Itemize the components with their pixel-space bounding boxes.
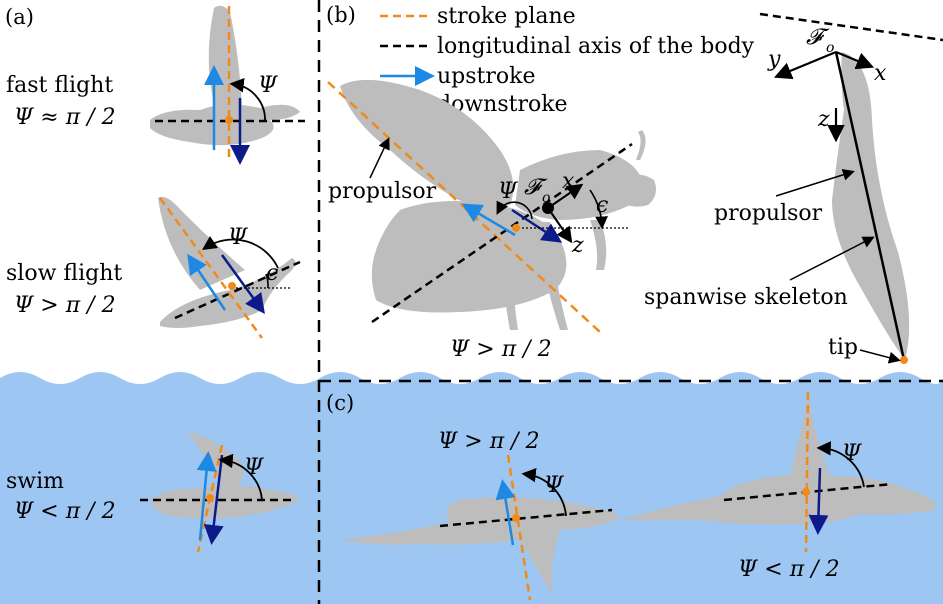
swim-label: swim [6, 469, 64, 494]
svg-text:ϵ: ϵ [596, 193, 608, 218]
wing-body-axis [759, 12, 943, 42]
wing-detail: 𝓕 o y x z [759, 12, 943, 364]
propulsor-wing-pointer [775, 168, 855, 197]
insect-psi: Ψ > π / 2 [450, 337, 552, 362]
legend-stroke-plane: stroke plane [437, 4, 576, 29]
svg-text:o: o [542, 190, 550, 206]
propulsor-wing-label: propulsor [714, 201, 823, 226]
svg-text:x: x [562, 169, 575, 194]
swim-psi: Ψ < π / 2 [14, 499, 116, 524]
legend-upstroke: upstroke [437, 64, 536, 89]
svg-text:z: z [571, 233, 584, 258]
legend: stroke plane longitudinal axis of the bo… [379, 4, 755, 119]
svg-text:z: z [817, 107, 830, 132]
spanwise-skeleton-line [834, 51, 906, 361]
propulsor-b-label: propulsor [328, 179, 437, 204]
fish-left-psi: Ψ > π / 2 [438, 429, 540, 454]
svg-text:x: x [874, 61, 887, 86]
fish-right: Ψ [620, 391, 936, 553]
svg-text:Ψ: Ψ [498, 179, 518, 204]
insect-body-axis [371, 142, 633, 324]
svg-text:Ψ: Ψ [258, 73, 278, 98]
svg-text:Ψ: Ψ [244, 455, 264, 480]
legend-body-axis: longitudinal axis of the body [437, 34, 755, 59]
spanwise-label: spanwise skeleton [644, 285, 848, 310]
svg-text:Ψ: Ψ [228, 225, 248, 250]
swimming-penguin: Ψ [140, 432, 300, 553]
panel-label-a: (a) [5, 5, 34, 29]
svg-text:ϵ: ϵ [266, 261, 278, 286]
water-region [0, 372, 943, 604]
propulsor-b-pointer [369, 137, 390, 179]
tip-pointer [859, 349, 901, 364]
panel-label-c: (c) [326, 391, 354, 415]
insect-upstroke [461, 203, 516, 237]
panel-label-b: (b) [326, 3, 356, 27]
fast-flight-bird: Ψ [150, 5, 305, 165]
slow-flight-label: slow flight [6, 261, 122, 286]
svg-text:y: y [767, 47, 781, 72]
slow-flight-bird: Ψ ϵ [158, 196, 301, 339]
insect-downstroke [511, 208, 563, 243]
fast-flight-label: fast flight [6, 73, 113, 98]
svg-text:o: o [826, 40, 834, 56]
insect-silhouette: Ψ 𝓕 o x z ϵ [327, 79, 656, 333]
svg-text:Ψ: Ψ [544, 473, 564, 498]
spanwise-pointer [789, 236, 875, 281]
svg-text:Ψ: Ψ [842, 441, 862, 466]
fish-left: Ψ [340, 454, 620, 601]
fish-right-psi: Ψ < π / 2 [738, 557, 840, 582]
fast-flight-psi: Ψ ≈ π / 2 [14, 105, 116, 130]
slow-flight-psi: Ψ > π / 2 [14, 293, 116, 318]
tip-label: tip [828, 335, 858, 360]
